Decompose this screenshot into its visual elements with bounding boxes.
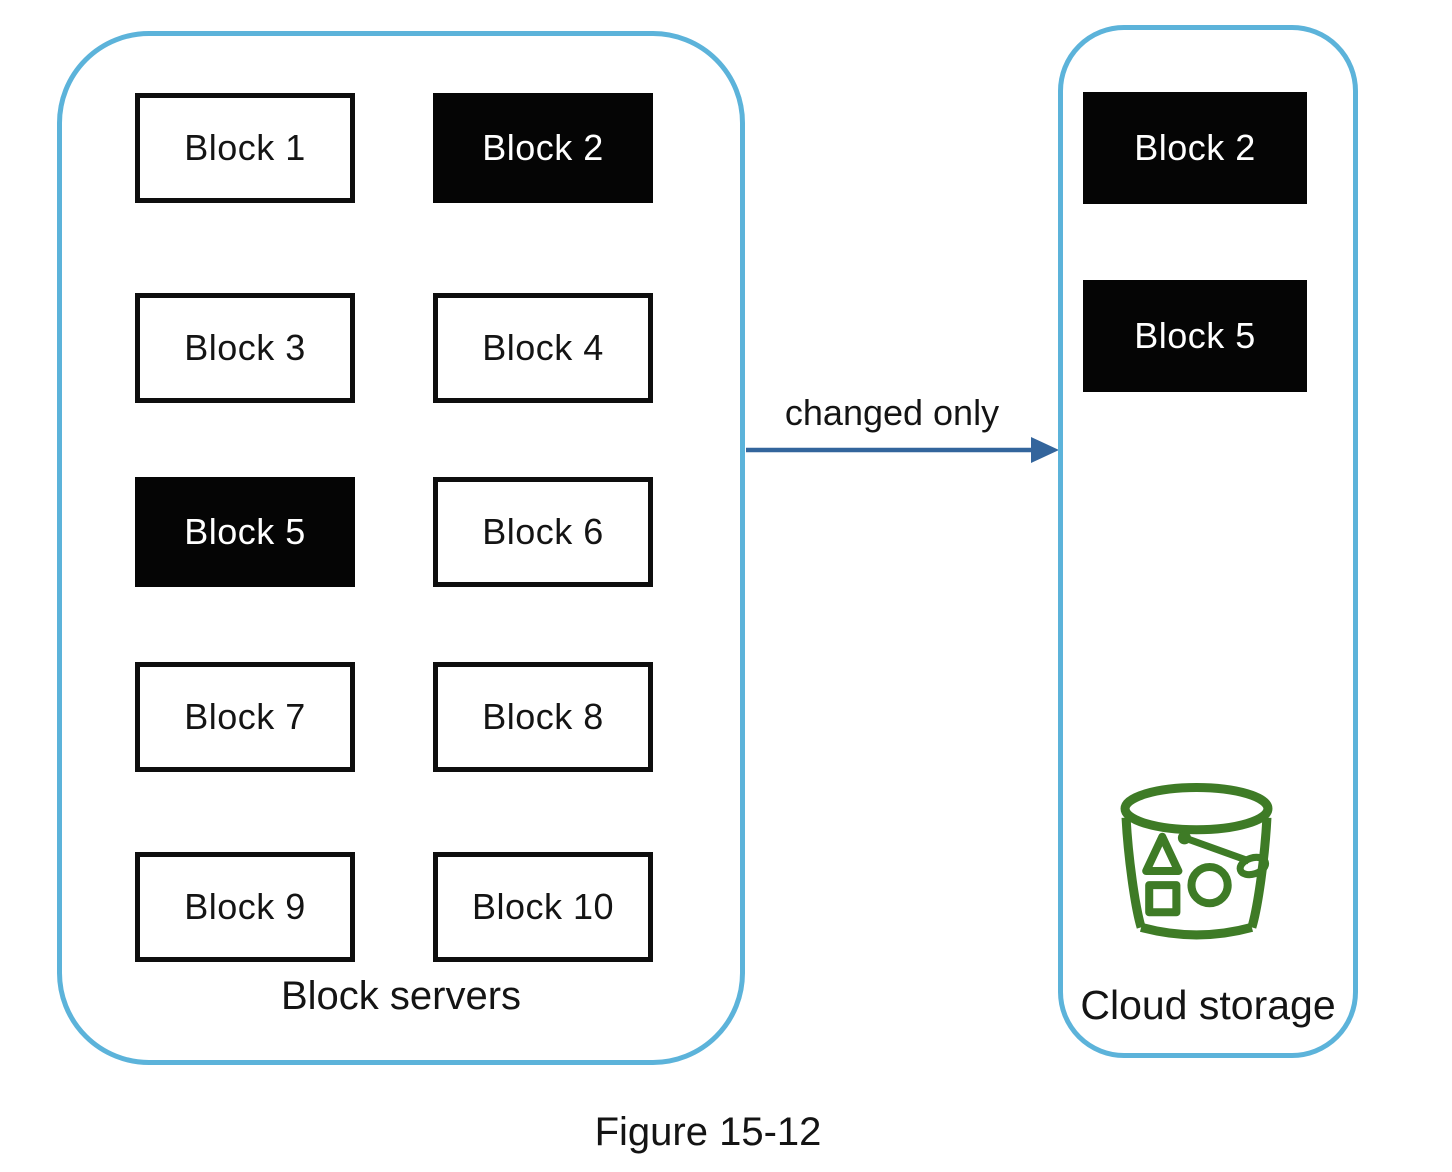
changed-only-arrow [746,437,1059,463]
block-7: Block 7 [135,662,355,772]
block-1: Block 1 [135,93,355,203]
cloud-storage-label: Cloud storage [1080,982,1336,1028]
block-5: Block 5 [135,477,355,587]
figure-caption: Figure 15-12 [594,1110,822,1154]
cloud-block-2: Block 2 [1083,92,1307,204]
block-4: Block 4 [433,293,653,403]
block-8: Block 8 [433,662,653,772]
block-2: Block 2 [433,93,653,203]
cloud-storage-panel: Block 2 Block 5 Cloud storage [1058,25,1358,1058]
changed-only-label: changed only [784,392,1000,433]
block-9: Block 9 [135,852,355,962]
block-6: Block 6 [433,477,653,587]
cloud-block-5: Block 5 [1083,280,1307,392]
block-10: Block 10 [433,852,653,962]
block-3: Block 3 [135,293,355,403]
s3-bucket-icon [1120,782,1273,940]
block-servers-label: Block servers [280,974,522,1018]
block-servers-panel: Block 1 Block 2 Block 3 Block 4 Block 5 … [57,31,745,1065]
